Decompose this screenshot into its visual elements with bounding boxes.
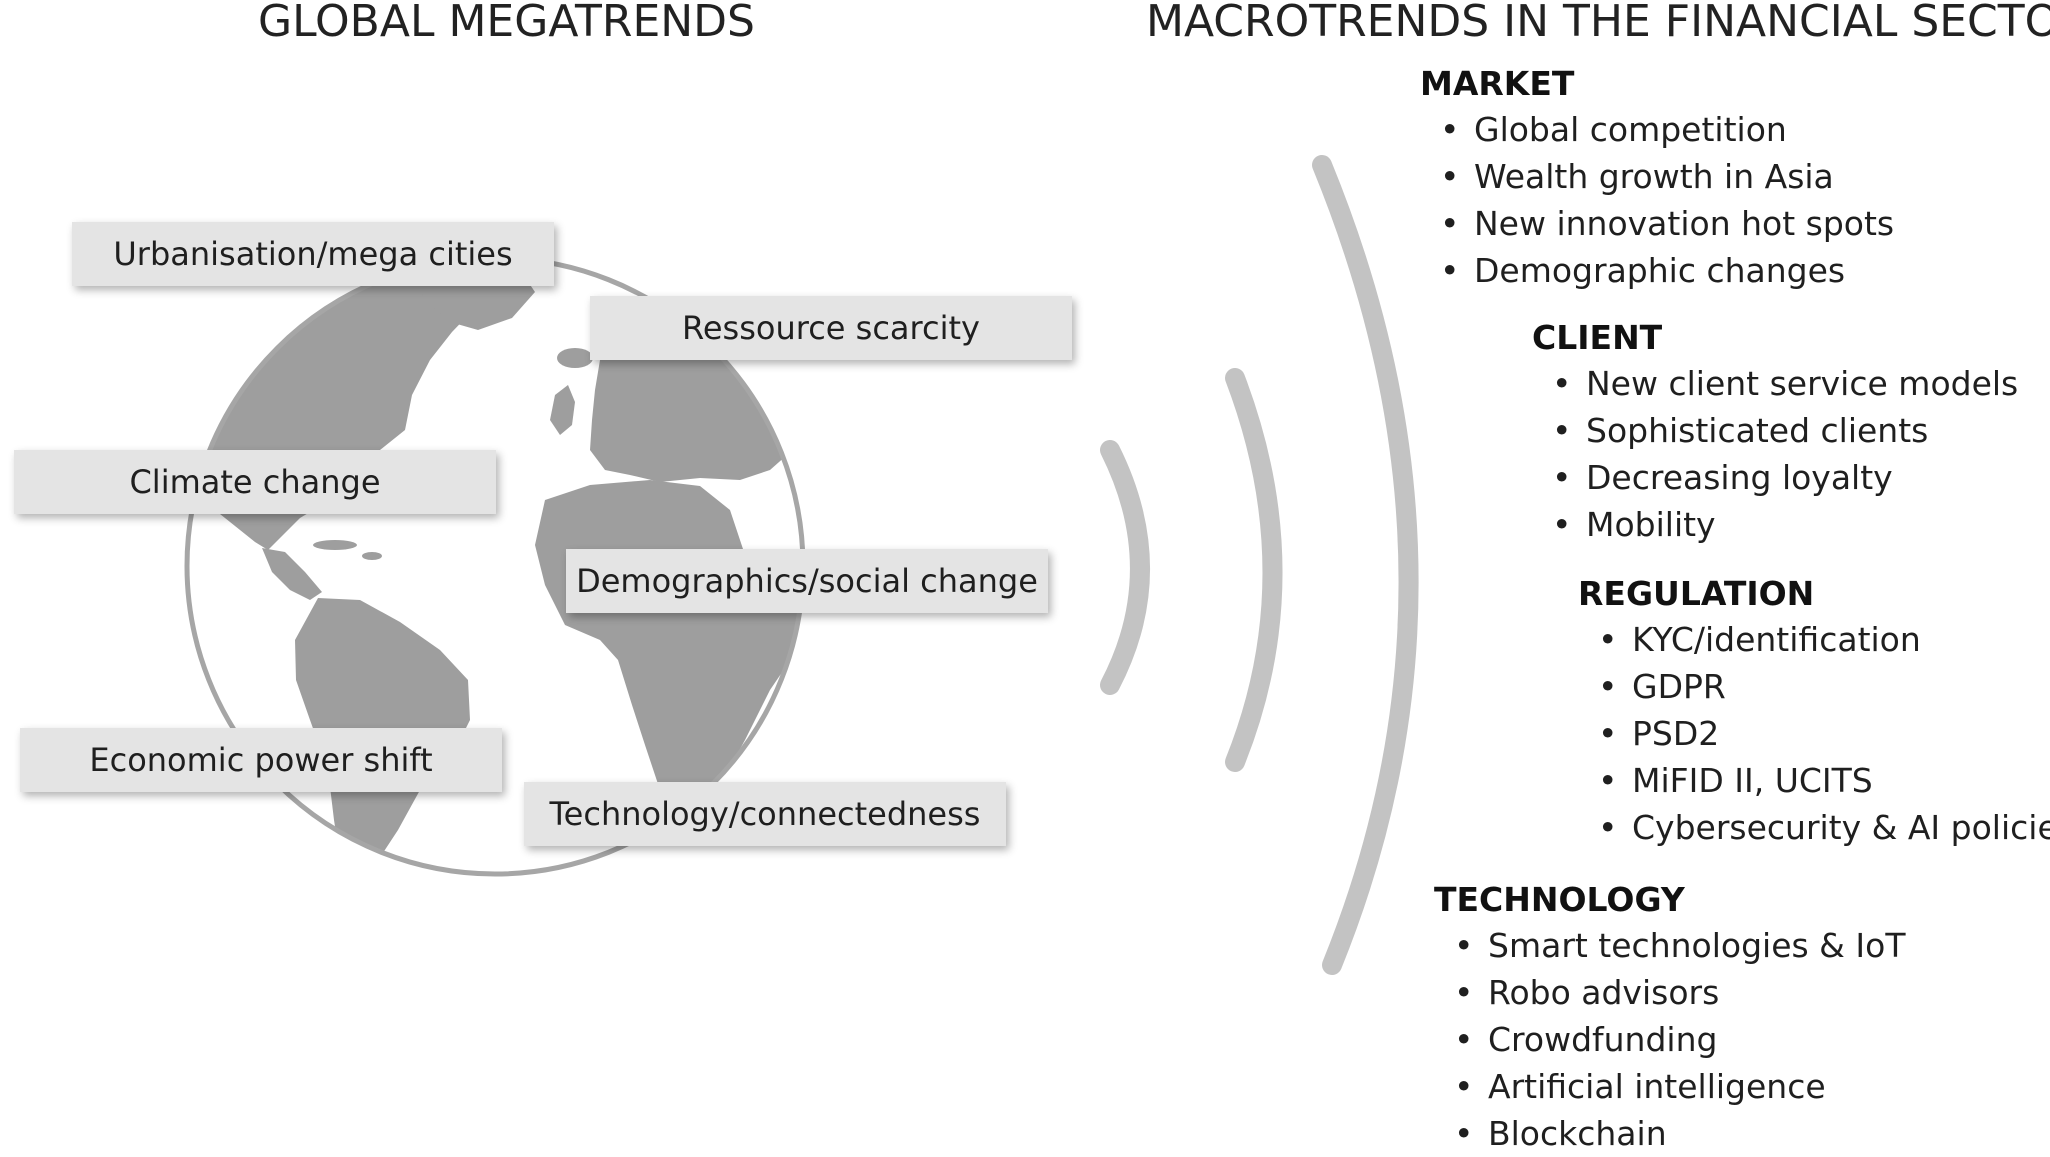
megatrend-tag-resource-scarcity: Ressource scarcity bbox=[590, 296, 1072, 360]
list-item: • GDPR bbox=[1598, 663, 2050, 710]
wave-large bbox=[1312, 155, 1419, 975]
list-item: • MiFID II, UCITS bbox=[1598, 757, 2050, 804]
island-britain bbox=[550, 385, 575, 435]
list-item-text: New client service models bbox=[1586, 364, 2019, 403]
list-item-text: Cybersecurity & AI policies bbox=[1632, 808, 2050, 847]
list-item: • Wealth growth in Asia bbox=[1440, 153, 1894, 200]
bullet-icon: • bbox=[1598, 620, 1618, 659]
bullet-icon: • bbox=[1454, 1067, 1474, 1106]
bullet-icon: • bbox=[1440, 204, 1460, 243]
bullet-icon: • bbox=[1454, 973, 1474, 1012]
group-item-list: • Global competition • Wealth growth in As… bbox=[1420, 106, 1894, 294]
list-item-text: Demographic changes bbox=[1474, 251, 1846, 290]
bullet-icon: • bbox=[1454, 1020, 1474, 1059]
megatrend-tag-technology: Technology/connectedness bbox=[524, 782, 1006, 846]
list-item-text: GDPR bbox=[1632, 667, 1726, 706]
financial-macrotrends-title: MACROTRENDS IN THE FINANCIAL SECTOR bbox=[1146, 0, 2050, 47]
list-item: • New innovation hot spots bbox=[1440, 200, 1894, 247]
megatrend-tag-label: Technology/connectedness bbox=[549, 795, 981, 833]
list-item: • Global competition bbox=[1440, 106, 1894, 153]
list-item-text: Decreasing loyalty bbox=[1586, 458, 1893, 497]
list-item-text: Sophisticated clients bbox=[1586, 411, 1929, 450]
list-item: • KYC/identification bbox=[1598, 616, 2050, 663]
group-title: CLIENT bbox=[1532, 318, 1663, 357]
list-item-text: Artificial intelligence bbox=[1488, 1067, 1826, 1106]
list-item-text: Global competition bbox=[1474, 110, 1787, 149]
megatrend-tag-label: Economic power shift bbox=[89, 741, 433, 779]
list-item-text: Wealth growth in Asia bbox=[1474, 157, 1834, 196]
list-item-text: Crowdfunding bbox=[1488, 1020, 1718, 1059]
group-title: MARKET bbox=[1420, 64, 1575, 103]
list-item: • Cybersecurity & AI policies bbox=[1598, 804, 2050, 851]
bullet-icon: • bbox=[1552, 364, 1572, 403]
bullet-icon: • bbox=[1598, 761, 1618, 800]
bullet-icon: • bbox=[1454, 926, 1474, 965]
macrotrend-group-client: CLIENT • New client service models • Sophi… bbox=[1532, 316, 2018, 548]
bullet-icon: • bbox=[1440, 251, 1460, 290]
list-item: • Artificial intelligence bbox=[1454, 1063, 1905, 1110]
list-item: • Mobility bbox=[1552, 501, 2018, 548]
continent-central-america bbox=[262, 548, 322, 600]
list-item: • Smart technologies & IoT bbox=[1454, 922, 1905, 969]
island-hispaniola bbox=[362, 552, 382, 560]
list-item: • Sophisticated clients bbox=[1552, 407, 2018, 454]
megatrend-tag-urbanisation: Urbanisation/mega cities bbox=[72, 222, 554, 286]
bullet-icon: • bbox=[1552, 458, 1572, 497]
megatrend-tag-climate-change: Climate change bbox=[14, 450, 496, 514]
megatrend-tag-label: Climate change bbox=[129, 463, 381, 501]
list-item: • New client service models bbox=[1552, 360, 2018, 407]
group-title: TECHNOLOGY bbox=[1434, 880, 1685, 919]
bullet-icon: • bbox=[1454, 1114, 1474, 1153]
megatrend-tag-label: Urbanisation/mega cities bbox=[113, 235, 513, 273]
macrotrend-group-regulation: REGULATION • KYC/identification • GDPR • PS… bbox=[1578, 572, 2050, 851]
bullet-icon: • bbox=[1440, 157, 1460, 196]
bullet-icon: • bbox=[1552, 505, 1572, 544]
list-item: • Decreasing loyalty bbox=[1552, 454, 2018, 501]
bullet-icon: • bbox=[1552, 411, 1572, 450]
list-item: • Blockchain bbox=[1454, 1110, 1905, 1157]
global-megatrends-title: GLOBAL MEGATRENDS bbox=[258, 0, 755, 47]
bullet-icon: • bbox=[1440, 110, 1460, 149]
list-item: • Crowdfunding bbox=[1454, 1016, 1905, 1063]
megatrend-tag-label: Ressource scarcity bbox=[682, 309, 980, 347]
megatrend-tag-label: Demographics/social change bbox=[576, 562, 1038, 600]
group-item-list: • Smart technologies & IoT • Robo advisors… bbox=[1434, 922, 1905, 1157]
list-item: • Robo advisors bbox=[1454, 969, 1905, 1016]
group-item-list: • New client service models • Sophisticate… bbox=[1532, 360, 2018, 548]
wave-small bbox=[1100, 440, 1150, 695]
bullet-icon: • bbox=[1598, 667, 1618, 706]
list-item: • PSD2 bbox=[1598, 710, 2050, 757]
list-item-text: Smart technologies & IoT bbox=[1488, 926, 1906, 965]
list-item-text: KYC/identification bbox=[1632, 620, 1921, 659]
list-item-text: MiFID II, UCITS bbox=[1632, 761, 1873, 800]
list-item-text: Robo advisors bbox=[1488, 973, 1720, 1012]
megatrend-tag-economic-power-shift: Economic power shift bbox=[20, 728, 502, 792]
bullet-icon: • bbox=[1598, 714, 1618, 753]
list-item-text: Blockchain bbox=[1488, 1114, 1667, 1153]
list-item-text: New innovation hot spots bbox=[1474, 204, 1895, 243]
macrotrend-group-market: MARKET • Global competition • Wealth growt… bbox=[1420, 62, 1894, 294]
megatrend-tag-demographics: Demographics/social change bbox=[566, 549, 1048, 613]
island-cuba bbox=[313, 540, 357, 550]
macrotrend-group-technology: TECHNOLOGY • Smart technologies & IoT • Ro… bbox=[1434, 878, 1905, 1157]
group-title: REGULATION bbox=[1578, 574, 1815, 613]
wave-medium bbox=[1225, 368, 1283, 772]
list-item-text: PSD2 bbox=[1632, 714, 1720, 753]
list-item-text: Mobility bbox=[1586, 505, 1716, 544]
group-item-list: • KYC/identification • GDPR • PSD2 • MiFID I… bbox=[1578, 616, 2050, 851]
bullet-icon: • bbox=[1598, 808, 1618, 847]
island-iceland bbox=[557, 348, 593, 368]
list-item: • Demographic changes bbox=[1440, 247, 1894, 294]
